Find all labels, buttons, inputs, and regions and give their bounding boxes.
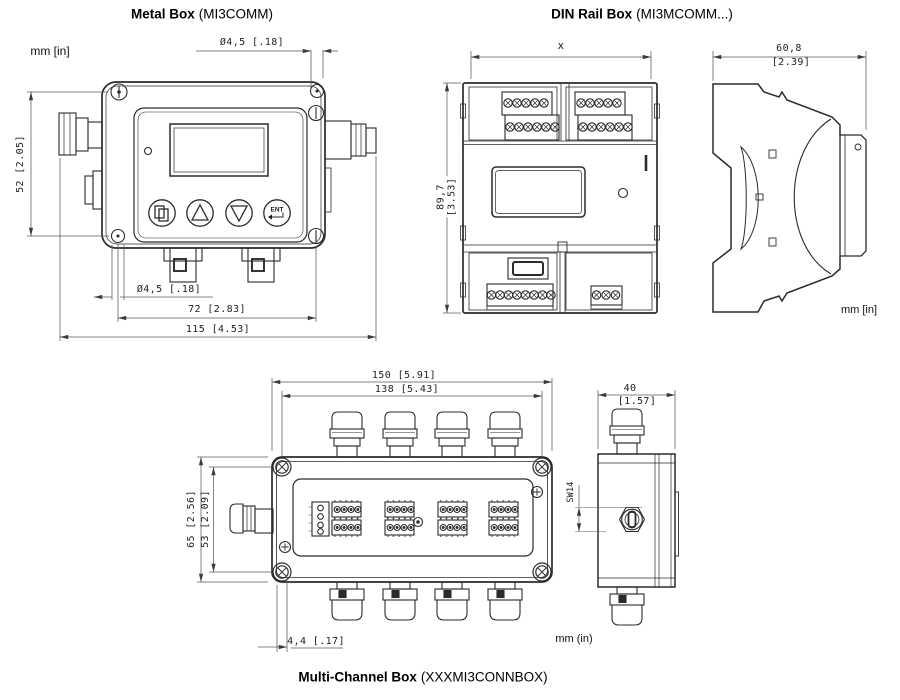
terminal-block	[331, 518, 362, 537]
mounting-hole-top-right	[309, 83, 325, 99]
dim-height-in-din: [3.53]	[446, 177, 457, 217]
dim-hole-top-label: Ø4,5 [.18]	[219, 36, 285, 48]
hex-nut	[618, 506, 646, 533]
cable-gland-top-4	[487, 411, 523, 458]
menu-button-icon	[148, 199, 176, 227]
mounting-foot-right	[241, 247, 281, 283]
corner-screw-top-right	[532, 457, 552, 477]
dim-hole-spacing-label: 72 [2.83]	[188, 303, 246, 315]
terminal-block	[384, 518, 415, 537]
crescent-rib	[739, 145, 759, 251]
metal-box-title-name: Metal Box	[130, 6, 195, 22]
up-arrow-button-icon	[186, 199, 214, 227]
cable-gland-top	[609, 408, 645, 455]
display-window	[491, 166, 586, 218]
terminal-block	[437, 518, 468, 537]
din-rail-box-title: DIN Rail Box(MI3MCOMM...)	[551, 7, 733, 22]
dim-depth-mm-label-mcb: 40	[623, 382, 637, 394]
lid-screw-bottom-left	[278, 540, 292, 554]
dim-hole-bottom-label: Ø4,5 [.18]	[136, 283, 202, 295]
multi-channel-box-front-view	[229, 411, 553, 621]
corner-screw-bottom-right	[307, 227, 325, 245]
corner-screw-bottom-right	[532, 562, 552, 582]
led-indicator	[143, 146, 153, 156]
dim-depth-in-label-mcb: [1.57]	[617, 395, 657, 407]
din-clip-plate	[839, 134, 867, 257]
terminal-block	[331, 500, 362, 519]
cable-gland-top-1	[329, 411, 365, 458]
dim-height-label-din: 89,7 [3.53]	[435, 176, 458, 218]
units-label-multi-channel: mm (in)	[555, 633, 593, 645]
din-rail-box-front-view	[460, 82, 660, 314]
metal-box-dimensions	[27, 48, 377, 341]
usb-connector	[507, 257, 549, 280]
cable-gland-bottom-2	[382, 581, 418, 621]
corner-screw-right	[307, 104, 325, 122]
multi-channel-front-dimensions	[197, 378, 553, 652]
multi-channel-box-title-model: (XXXMI3CONNBOX)	[420, 669, 548, 685]
dim-height-mm-din: 89,7	[435, 184, 447, 210]
terminal-block-bottom-left	[486, 283, 556, 311]
multi-channel-box-title: Multi-Channel Box(XXXMI3CONNBOX)	[298, 670, 547, 685]
cable-gland-left	[229, 503, 274, 534]
terminal-block-vertical	[309, 501, 330, 537]
enter-button-label: ENT	[271, 207, 284, 214]
dim-mount-offset-label: 4,4 [.17]	[287, 635, 345, 647]
down-arrow-button-icon	[225, 199, 253, 227]
multi-channel-box-side-view	[597, 408, 679, 626]
dim-height-outer-label: 65 [2.56]	[185, 490, 197, 548]
led-indicator	[617, 187, 629, 199]
din-rail-box-side-view	[712, 83, 867, 313]
multi-channel-box-title-name: Multi-Channel Box	[298, 669, 417, 685]
terminal-block	[488, 518, 519, 537]
dim-width-label-din: x	[557, 38, 565, 52]
din-rail-box-title-name: DIN Rail Box	[551, 6, 633, 22]
enter-button-icon: ENT	[263, 199, 291, 227]
latch-pins	[755, 149, 777, 247]
control-buttons: ENT	[148, 199, 291, 227]
display-window	[169, 123, 269, 177]
metal-box-title: Metal Box(MI3COMM)	[131, 7, 273, 22]
corner-screw-top-left	[272, 457, 292, 477]
side-notches	[460, 103, 660, 298]
corner-screw-top-left	[110, 83, 128, 101]
terminal-block	[437, 500, 468, 519]
dim-width-outer-label: 150 [5.91]	[371, 369, 437, 381]
cable-gland-top-3	[434, 411, 470, 458]
metal-box-title-model: (MI3COMM)	[198, 6, 274, 22]
dim-depth-mm-label-din: 60,8	[776, 42, 802, 54]
connector-left-lower	[84, 170, 103, 210]
din-side-dimensions	[712, 51, 867, 130]
dim-mount-width-label: 138 [5.43]	[374, 383, 440, 395]
cable-gland-bottom-3	[434, 581, 470, 621]
cable-gland-bottom-1	[329, 581, 365, 621]
units-label-top-left: mm [in]	[30, 44, 70, 58]
housing-curve	[793, 118, 832, 275]
cable-gland-bottom	[609, 586, 645, 626]
mounting-foot-left	[163, 247, 203, 283]
terminal-block	[384, 500, 415, 519]
dim-depth-in-label-din: [2.39]	[771, 56, 811, 68]
cable-gland-top-2	[382, 411, 418, 458]
dim-mount-height-label: 53 [2.09]	[199, 490, 211, 548]
dim-nut-label: SW14	[565, 481, 576, 503]
terminal-block-top-right	[574, 91, 633, 141]
units-label-din: mm [in]	[840, 304, 878, 316]
cable-gland-bottom-4	[487, 581, 523, 621]
center-screw	[412, 516, 424, 528]
corner-screw-bottom-left	[272, 562, 292, 582]
din-front-dimensions	[443, 51, 652, 314]
dim-height-label-metal: 52 [2.05]	[14, 135, 26, 193]
terminal-block-top-left	[501, 91, 560, 141]
multi-channel-side-dimensions	[575, 390, 676, 532]
terminal-block-bottom-right	[590, 285, 623, 310]
din-rail-box-title-model: (MI3MCOMM...)	[636, 6, 733, 22]
cable-gland-left	[58, 112, 103, 156]
metal-box-front-view: ENT	[58, 81, 377, 283]
dim-width-label-metal: 115 [4.53]	[185, 323, 251, 335]
terminal-block	[488, 500, 519, 519]
mounting-hole-bottom-left	[110, 228, 126, 244]
cable-gland-right	[324, 120, 377, 213]
